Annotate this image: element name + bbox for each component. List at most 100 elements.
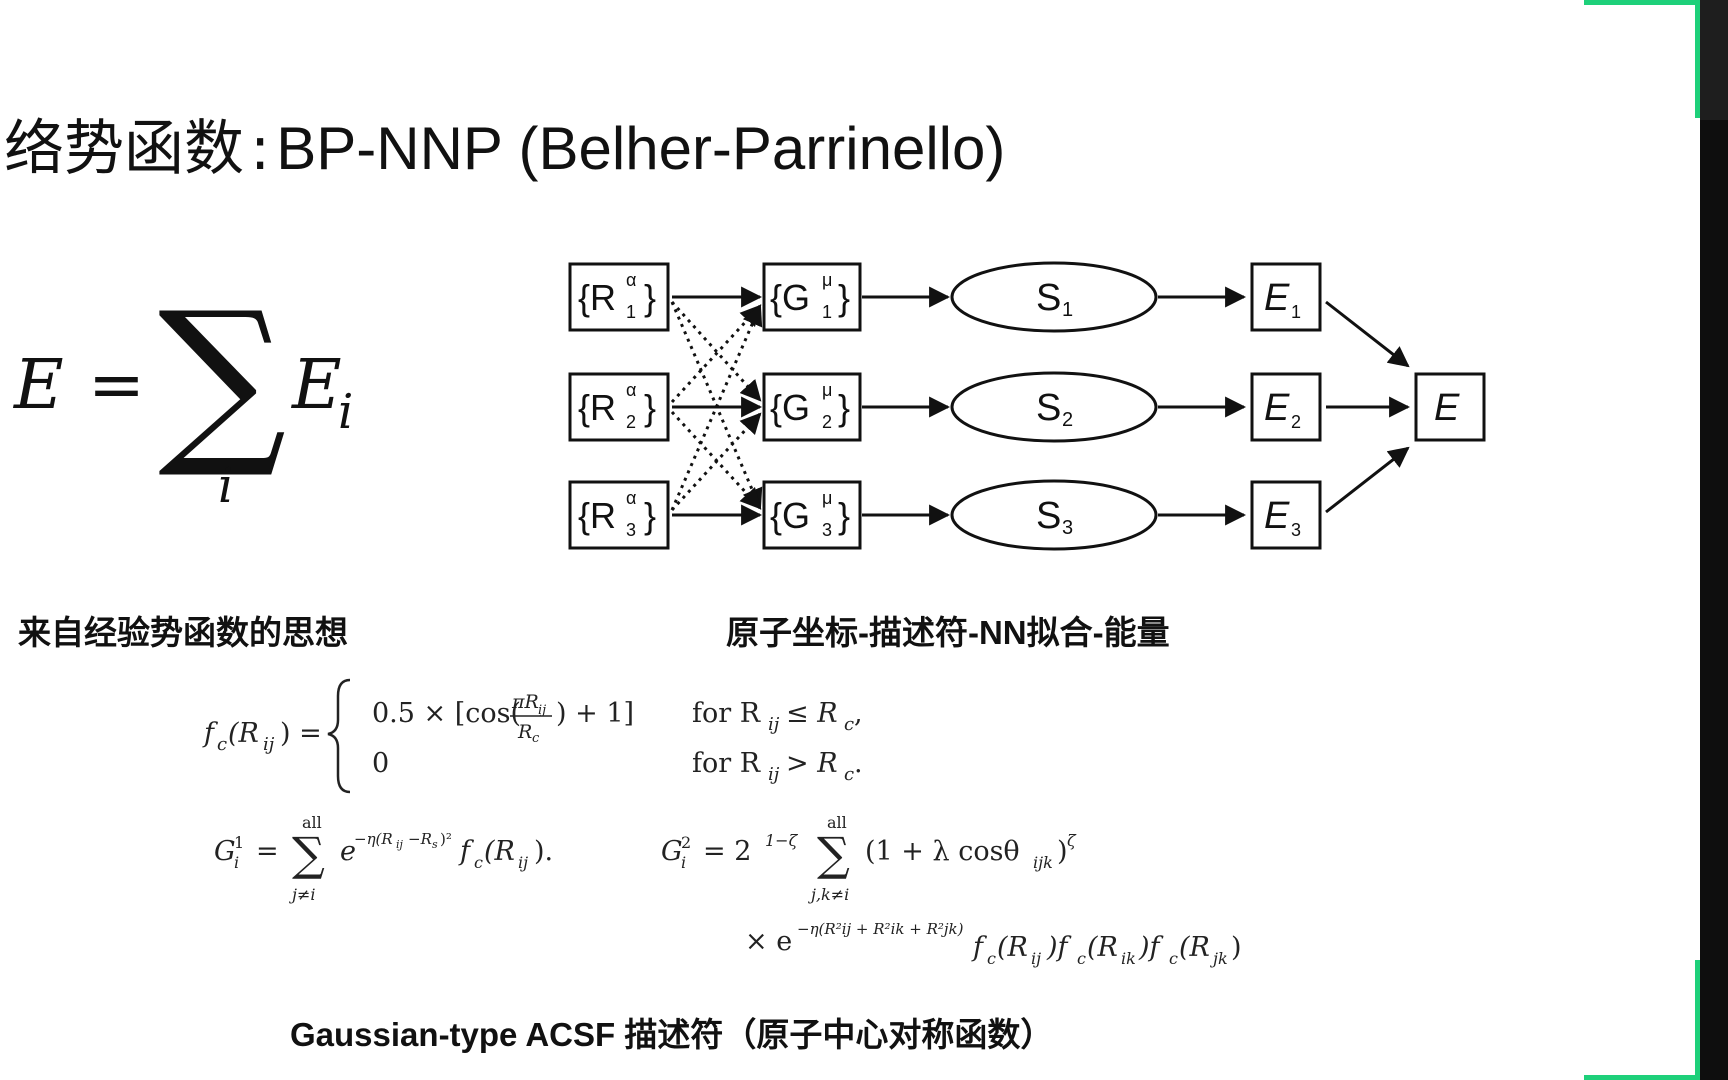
accent-bar-top-vertical (1695, 0, 1700, 118)
svg-text:)f: )f (1138, 932, 1164, 963)
svg-text:−R: −R (408, 830, 432, 848)
caption-left: 来自经验势函数的思想 (18, 614, 348, 651)
svg-text:) + 1]: ) + 1] (556, 698, 634, 729)
energy-box-1: E 1 (1250, 262, 1322, 332)
svg-text:S: S (1036, 277, 1061, 319)
svg-text:2: 2 (1291, 412, 1301, 432)
cutoff-function-formula: f c (R ij ) = 0.5 × [cos( πR ij R c ) + … (202, 678, 863, 794)
svg-text:j≠i: j≠i (289, 885, 315, 904)
svg-text:G: G (214, 836, 236, 867)
svg-text:) =: ) = (280, 718, 322, 749)
svg-text:{R: {R (578, 495, 616, 536)
svg-text:2: 2 (626, 412, 636, 432)
svg-text:)f: )f (1046, 932, 1072, 963)
input-box-3: {R α 3 } (568, 480, 670, 550)
title-colon: : (250, 114, 271, 184)
svg-text:= 2: = 2 (703, 836, 751, 867)
svg-text:all: all (302, 813, 322, 832)
svg-text:ij: ij (518, 853, 528, 872)
svg-text:−η(R²ij + R²ik + R²jk): −η(R²ij + R²ik + R²jk) (797, 920, 964, 938)
svg-text:(1 + λ cosθ: (1 + λ cosθ (865, 836, 1020, 867)
network-node-2: S 2 (950, 371, 1158, 443)
svg-text:c: c (987, 949, 996, 968)
svg-text:1: 1 (626, 302, 636, 322)
svg-text:(R: (R (228, 718, 259, 749)
svg-text:> R: > R (786, 748, 838, 779)
svg-text:s: s (432, 838, 438, 851)
svg-text:,: , (854, 698, 863, 729)
formula-equals: = (88, 346, 145, 425)
svg-text:}: } (838, 277, 850, 318)
svg-text:}: } (838, 387, 850, 428)
svg-text:i: i (681, 853, 686, 872)
svg-text:f: f (971, 932, 987, 963)
svg-text:)²: )² (440, 830, 452, 848)
svg-text:c: c (474, 853, 483, 872)
svg-text:E: E (1264, 387, 1290, 429)
g2-angular-function: G 2 i = 2 1−ζ all ∑ j,k≠i (1 + λ cosθ ij… (661, 813, 1242, 968)
svg-text:μ: μ (822, 488, 832, 508)
svg-text:G: G (661, 836, 683, 867)
accent-bar-top (1584, 0, 1700, 5)
svg-text:ζ: ζ (1067, 831, 1077, 850)
descriptor-box-3: {G μ 3 } (762, 480, 862, 550)
slide-title: 络势函数:BP-NNP (Belher-Parrinello) (4, 100, 1005, 187)
svg-text:for R: for R (692, 748, 761, 779)
svg-text:all: all (827, 813, 847, 832)
title-main: BP-NNP (Belher-Parrinello) (276, 115, 1006, 182)
energy-box-2: E 2 (1250, 372, 1322, 442)
svg-text:E: E (1264, 277, 1290, 319)
svg-text:ij: ij (768, 764, 780, 785)
cross-connections (670, 300, 763, 512)
svg-text:e: e (340, 836, 356, 867)
svg-text:ijk: ijk (1033, 853, 1053, 872)
svg-text:∑: ∑ (292, 827, 325, 881)
svg-text:c: c (844, 714, 854, 735)
svg-text:ik: ik (1121, 949, 1136, 968)
g1-radial-function: G 1 i = all all ∑ j≠i e −η(R ij −R s )² … (214, 813, 553, 904)
energy-sum-formula: E = ∑ E i i (12, 290, 353, 514)
input-box-1: {R α 1 } (568, 262, 670, 332)
svg-text:=: = (256, 836, 279, 867)
svg-text:(R: (R (1179, 932, 1210, 963)
svg-text:ij: ij (538, 703, 546, 718)
svg-text:α: α (626, 270, 636, 290)
svg-text:ij: ij (768, 714, 780, 735)
svg-text:(R: (R (997, 932, 1028, 963)
formula-term: E (290, 346, 342, 425)
svg-text:1: 1 (1291, 302, 1301, 322)
title-prefix: 络势函数 (4, 114, 244, 184)
svg-text:}: } (644, 277, 656, 318)
svg-text:f: f (458, 836, 474, 867)
svg-text:R: R (517, 721, 532, 743)
svg-text:ij: ij (396, 838, 404, 851)
svg-text:{G: {G (770, 495, 810, 536)
formula-lhs: E (12, 346, 64, 425)
svg-text:f: f (202, 718, 218, 749)
svg-text:ij: ij (263, 734, 275, 755)
svg-text:1−ζ: 1−ζ (765, 831, 799, 850)
svg-text:c: c (217, 734, 227, 755)
svg-text:S: S (1036, 387, 1061, 429)
caption-right: 原子坐标-描述符-NN拟合-能量 (726, 614, 1170, 651)
svg-text:c: c (844, 764, 854, 785)
svg-text:E: E (1264, 495, 1290, 537)
input-box-2: {R α 2 } (568, 372, 670, 442)
svg-text:3: 3 (822, 520, 832, 540)
accent-bar-bottom-vertical (1695, 960, 1700, 1080)
svg-text:∑: ∑ (817, 827, 850, 881)
caption-bottom: Gaussian-type ACSF 描述符（原子中心对称函数） (290, 1016, 1054, 1053)
sigma-symbol: ∑ (158, 290, 287, 483)
svg-text:{G: {G (770, 277, 810, 318)
svg-text:jk: jk (1210, 949, 1228, 968)
svg-text:α: α (626, 380, 636, 400)
svg-text:).: ). (534, 836, 553, 867)
network-node-3: S 3 (950, 479, 1158, 551)
svg-text:.: . (854, 748, 863, 779)
network-node-1: S 1 (950, 261, 1158, 333)
svg-text:(R: (R (1087, 932, 1118, 963)
svg-text:α: α (626, 488, 636, 508)
svg-text:): ) (1231, 932, 1242, 963)
svg-text:× e: × e (745, 926, 792, 957)
